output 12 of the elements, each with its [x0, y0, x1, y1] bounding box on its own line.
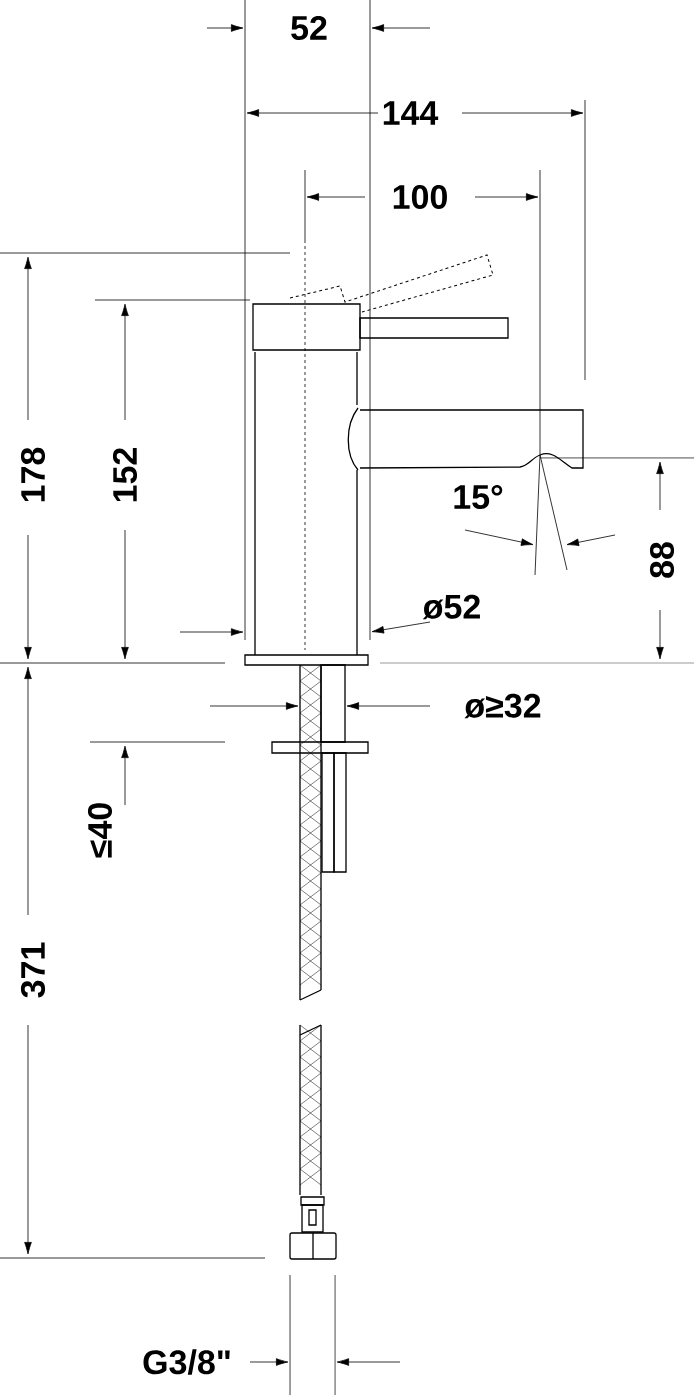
dimension-value: G3/8" — [143, 1349, 230, 1375]
dimension-value: 100 — [393, 184, 447, 210]
dimension-value: 52 — [291, 15, 327, 41]
dimension-value: ≤40 — [87, 803, 113, 858]
dimension-value: ø≥32 — [464, 693, 541, 719]
dimension-value: 144 — [383, 101, 439, 125]
dimension-value: 152 — [112, 448, 138, 502]
dimension-value: 371 — [20, 942, 46, 998]
dimension-value: 88 — [649, 542, 675, 578]
dimension-value: ø52 — [422, 594, 480, 620]
dimension-value: 178 — [20, 447, 46, 502]
dimension-value: 15° — [454, 485, 503, 509]
